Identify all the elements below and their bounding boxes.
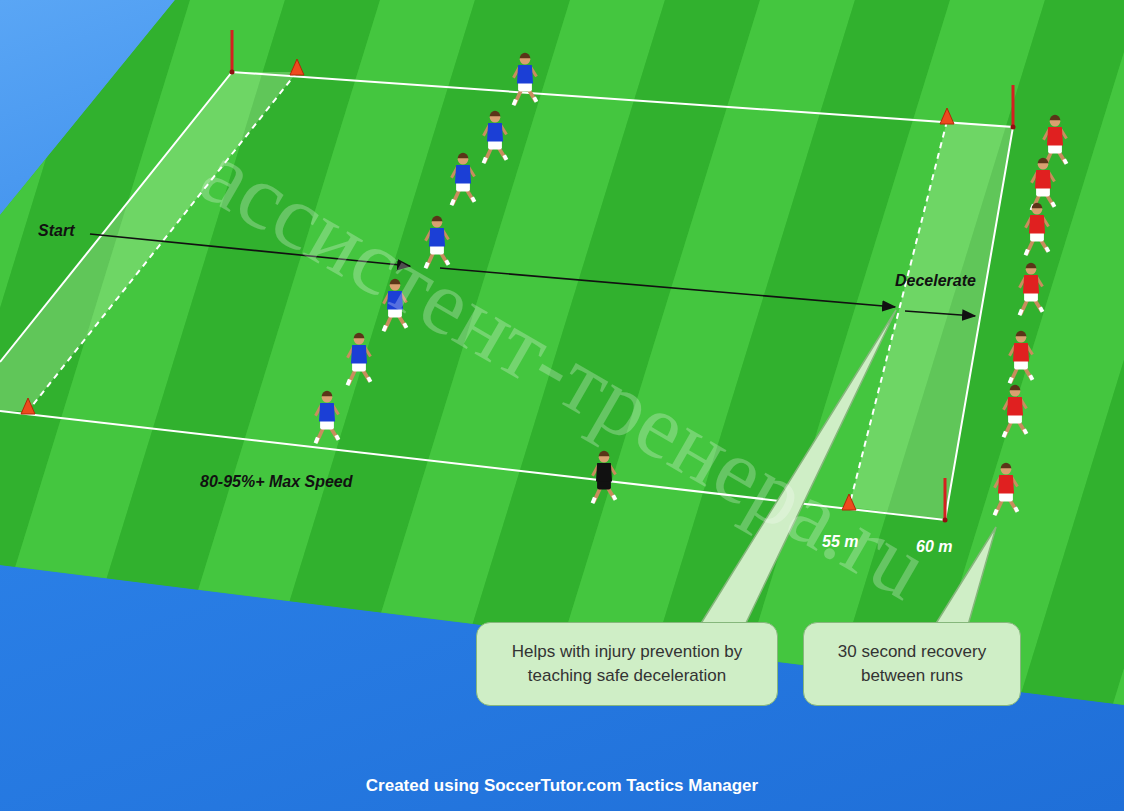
- blue-player: [348, 333, 371, 385]
- pole: [230, 30, 235, 75]
- cone: [21, 398, 35, 414]
- decelerate-label: Decelerate: [895, 272, 976, 290]
- cone: [940, 108, 954, 124]
- red-player: [995, 463, 1018, 515]
- speed-label: 80-95%+ Max Speed: [200, 473, 353, 491]
- red-player: [1020, 263, 1043, 315]
- blue-player: [484, 111, 507, 163]
- callout-text: Helps with injury prevention by teaching…: [489, 640, 765, 688]
- distance-label: 60 m: [916, 538, 952, 556]
- blue-player: [316, 391, 339, 443]
- blue-player: [514, 53, 537, 105]
- grass-stripe: [1080, 0, 1124, 811]
- callout-bubble: Helps with injury prevention by teaching…: [476, 622, 778, 706]
- pole: [943, 478, 948, 523]
- blue-player: [452, 153, 475, 205]
- red-player: [1004, 385, 1027, 437]
- callout-bubble: 30 second recovery between runs: [803, 622, 1021, 706]
- cone: [290, 59, 304, 75]
- distance-label: 55 m: [822, 533, 858, 551]
- red-player: [1010, 331, 1033, 383]
- start-label: Start: [38, 222, 74, 240]
- callout-text: 30 second recovery between runs: [816, 640, 1008, 688]
- red-player: [1032, 158, 1055, 210]
- red-player: [1044, 115, 1067, 167]
- decelerate-zone: [849, 121, 1013, 520]
- caption: Created using SoccerTutor.com Tactics Ma…: [0, 776, 1124, 796]
- red-player: [1026, 203, 1049, 255]
- pole: [1011, 85, 1016, 130]
